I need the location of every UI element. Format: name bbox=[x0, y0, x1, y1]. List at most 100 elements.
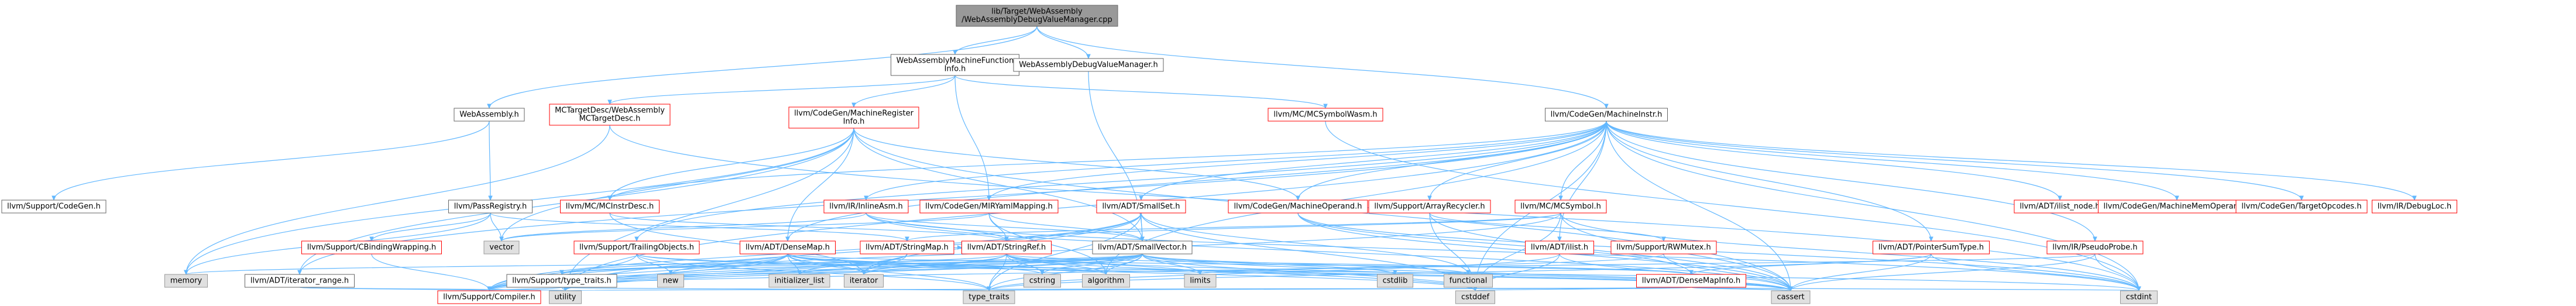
node-box bbox=[1368, 200, 1491, 214]
edge-ilist-to-cassert bbox=[1559, 253, 1791, 291]
edge-mi-to-smallset bbox=[1141, 121, 1607, 200]
node-box bbox=[549, 104, 671, 126]
node-label: llvm/Support/type_traits.h bbox=[512, 277, 612, 286]
edge-tto-to-type_traits bbox=[636, 253, 989, 291]
node-debugloc[interactable]: llvm/IR/DebugLoc.h bbox=[2372, 200, 2457, 214]
node-box bbox=[1444, 274, 1493, 288]
edge-mrinfo-to-densemap bbox=[788, 128, 854, 241]
edge-mc_td-to-memory bbox=[186, 125, 610, 274]
node-box bbox=[437, 290, 541, 304]
node-label: llvm/ADT/DenseMap.h bbox=[746, 243, 830, 252]
node-box bbox=[245, 274, 355, 288]
node-box bbox=[1636, 274, 1746, 288]
node-label: llvm/CodeGen/MIRYamlMapping.h bbox=[925, 202, 1053, 211]
node-smallvec[interactable]: llvm/ADT/SmallVector.h bbox=[1092, 240, 1193, 255]
node-box bbox=[740, 240, 836, 255]
node-typetraits_h[interactable]: llvm/Support/type_traits.h bbox=[506, 274, 617, 288]
node-strmap[interactable]: llvm/ADT/StringMap.h bbox=[860, 240, 954, 255]
node-mcsw[interactable]: llvm/MC/MCSymbolWasm.h bbox=[1268, 108, 1383, 122]
node-label: WebAssemblyMachineFunction bbox=[897, 57, 1014, 66]
node-box bbox=[2235, 200, 2368, 214]
node-label: llvm/IR/InlineAsm.h bbox=[829, 202, 902, 211]
node-pseudoprobe[interactable]: llvm/IR/PseudoProbe.h bbox=[2046, 240, 2144, 255]
edge-mcsym-to-strref bbox=[1007, 212, 1561, 241]
edge-densemap-to-cstring bbox=[787, 253, 1042, 274]
edge-itrange-to-compiler bbox=[299, 287, 489, 291]
node-itrange[interactable]: llvm/ADT/iterator_range.h bbox=[245, 274, 355, 288]
node-label: llvm/Support/RWMutex.h bbox=[1616, 243, 1711, 252]
node-label: limits bbox=[1190, 277, 1211, 286]
node-tgtop[interactable]: llvm/CodeGen/TargetOpcodes.h bbox=[2235, 200, 2368, 214]
node-passreg[interactable]: llvm/PassRegistry.h bbox=[448, 200, 533, 214]
node-box bbox=[2120, 290, 2158, 304]
node-initlist: initializer_list bbox=[768, 274, 830, 288]
node-rwmutex[interactable]: llvm/Support/RWMutex.h bbox=[1610, 240, 1717, 255]
node-cstring: cstring bbox=[1023, 274, 1061, 288]
node-label: type_traits bbox=[968, 293, 1009, 302]
node-smallset[interactable]: llvm/ADT/SmallSet.h bbox=[1096, 200, 1186, 214]
node-label: WebAssembly.h bbox=[459, 111, 519, 119]
node-mcinstr[interactable]: llvm/MC/MCInstrDesc.h bbox=[560, 200, 660, 214]
node-ilist[interactable]: llvm/ADT/ilist.h bbox=[1525, 240, 1594, 255]
node-box bbox=[301, 240, 442, 255]
node-mi[interactable]: llvm/CodeGen/MachineInstr.h bbox=[1545, 108, 1668, 122]
node-label: MCTargetDesc.h bbox=[579, 115, 641, 123]
edge-mirym-to-vector bbox=[502, 212, 990, 241]
edge-arecycler-to-cassert bbox=[1429, 212, 1791, 291]
node-densemap[interactable]: llvm/ADT/DenseMap.h bbox=[740, 240, 836, 255]
edge-root-to-wa_dvm_h bbox=[1036, 26, 1088, 59]
node-label: Info.h bbox=[944, 65, 966, 74]
node-ptrsum[interactable]: llvm/ADT/PointerSumType.h bbox=[1873, 240, 1990, 255]
node-box bbox=[823, 200, 909, 214]
node-memory: memory bbox=[164, 274, 208, 288]
node-label: llvm/IR/PseudoProbe.h bbox=[2052, 243, 2137, 252]
node-root[interactable]: lib/Target/WebAssembly/WebAssemblyDebugV… bbox=[956, 5, 1118, 27]
node-label: lib/Target/WebAssembly bbox=[991, 8, 1083, 16]
node-iterator: iterator bbox=[844, 274, 884, 288]
node-tto[interactable]: llvm/Support/TrailingObjects.h bbox=[573, 240, 700, 255]
node-algorithm: algorithm bbox=[1082, 274, 1130, 288]
edge-typetraits_h-to-utility bbox=[561, 287, 565, 291]
edge-passreg-to-vector bbox=[490, 212, 502, 241]
node-mmo[interactable]: llvm/CodeGen/MachineMemOperand.h bbox=[2098, 200, 2256, 214]
node-box bbox=[1455, 290, 1495, 304]
node-cbw[interactable]: llvm/Support/CBindingWrapping.h bbox=[301, 240, 442, 255]
node-label: llvm/ADT/ilist.h bbox=[1531, 243, 1588, 252]
edge-tto-to-compiler bbox=[489, 253, 637, 291]
node-dmi[interactable]: llvm/ADT/DenseMapInfo.h bbox=[1636, 274, 1746, 288]
node-wa_h[interactable]: WebAssembly.h bbox=[454, 108, 525, 122]
node-new: new bbox=[657, 274, 684, 288]
node-ilistnode[interactable]: llvm/ADT/ilist_node.h bbox=[2014, 200, 2106, 214]
edge-densemap-to-dmi bbox=[787, 253, 1691, 274]
node-mcsym[interactable]: llvm/MC/MCSymbol.h bbox=[1514, 200, 1607, 214]
edge-inlineasm-to-vector bbox=[502, 212, 867, 241]
node-compiler[interactable]: llvm/Support/Compiler.h bbox=[437, 290, 541, 304]
node-wa_dvm_h[interactable]: WebAssemblyDebugValueManager.h bbox=[1013, 58, 1164, 72]
edge-wa_mfi-to-mirym bbox=[954, 75, 989, 200]
node-box bbox=[2372, 200, 2457, 214]
node-label: /WebAssemblyDebugValueManager.cpp bbox=[961, 16, 1112, 25]
edge-dmi-to-cstdint bbox=[1691, 287, 2139, 291]
node-box bbox=[560, 200, 660, 214]
node-utility: utility bbox=[549, 290, 582, 304]
edge-mi-to-tgtop bbox=[1606, 121, 2302, 200]
node-strref[interactable]: llvm/ADT/StringRef.h bbox=[961, 240, 1052, 255]
edge-densemap-to-type_traits bbox=[787, 253, 989, 291]
node-box bbox=[483, 240, 520, 255]
node-mirym[interactable]: llvm/CodeGen/MIRYamlMapping.h bbox=[919, 200, 1059, 214]
node-label: llvm/CodeGen/MachineRegister bbox=[794, 109, 914, 118]
node-inlineasm[interactable]: llvm/IR/InlineAsm.h bbox=[823, 200, 909, 214]
node-label: llvm/PassRegistry.h bbox=[454, 202, 527, 211]
node-box bbox=[1184, 274, 1217, 288]
node-box bbox=[549, 290, 582, 304]
node-functional: functional bbox=[1444, 274, 1493, 288]
node-codegen[interactable]: llvm/Support/CodeGen.h bbox=[1, 200, 107, 214]
node-label: cstddef bbox=[1461, 293, 1490, 302]
node-mop[interactable]: llvm/CodeGen/MachineOperand.h bbox=[1228, 200, 1368, 214]
node-label: llvm/IR/DebugLoc.h bbox=[2378, 202, 2451, 211]
edge-smallvec-to-memory bbox=[186, 253, 1143, 274]
node-arecycler[interactable]: llvm/Support/ArrayRecycler.h bbox=[1368, 200, 1491, 214]
